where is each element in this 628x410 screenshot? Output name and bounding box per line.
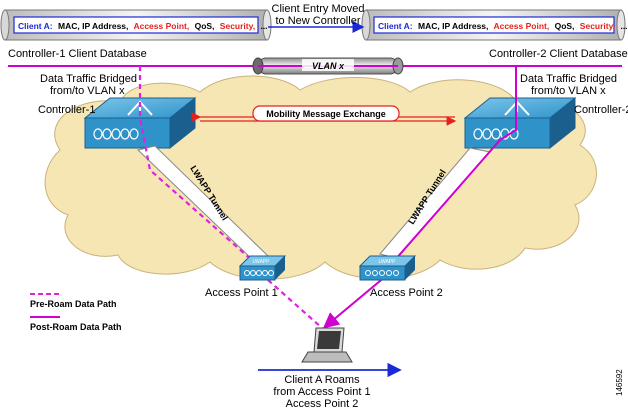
- db2-record-box: [373, 16, 615, 34]
- bridged-left-line1: Data Traffic Bridged: [40, 73, 137, 85]
- figure-id: 146592: [615, 369, 624, 396]
- ap2-badge: LWAPP: [379, 259, 397, 265]
- entry-moved-line2: to New Controller: [276, 15, 361, 27]
- ap2-label: Access Point 2: [370, 287, 443, 299]
- pre-roam-upper-path: [138, 66, 264, 271]
- db1-caption: Controller-1 Client Database: [8, 48, 147, 60]
- post-roam-lower-path: [322, 275, 387, 329]
- legend-pre-label: Pre-Roam Data Path: [30, 299, 117, 309]
- access-point-1: LWAPP: [238, 255, 287, 281]
- controller2-label: Controller-2: [574, 104, 628, 116]
- controller1-device: [83, 96, 197, 150]
- mobility-label: Mobility Message Exchange: [266, 109, 386, 119]
- post-roam-upper-path: [387, 66, 517, 269]
- mobility-label-box: [252, 105, 400, 122]
- bridged-right-line1: Data Traffic Bridged: [520, 73, 617, 85]
- legend: Pre-Roam Data Path Post-Roam Data Path: [30, 293, 122, 332]
- roam-line2: from Access Point 1: [273, 386, 370, 398]
- roam-line3: Access Point 2: [286, 398, 359, 410]
- entry-moved-line1: Client Entry Moved: [272, 3, 365, 15]
- vlan-label: VLAN x: [312, 61, 345, 71]
- controller1-label: Controller-1: [38, 104, 95, 116]
- controller2-client-database: Client A: MAC, IP Address, Access Point,…: [361, 9, 628, 41]
- db1-record-text: Client A: MAC, IP Address, Access Point,…: [18, 21, 268, 31]
- access-point-2: LWAPP: [358, 255, 417, 281]
- ap1-badge: LWAPP: [253, 259, 271, 265]
- bridged-left-line2: from/to VLAN x: [50, 85, 125, 97]
- db2-caption: Controller-2 Client Database: [489, 48, 628, 60]
- pre-roam-lower-path: [267, 279, 323, 329]
- controller1-client-database: Client A: MAC, IP Address, Access Point,…: [0, 9, 272, 41]
- ap1-label: Access Point 1: [205, 287, 278, 299]
- db1-record-box: [13, 16, 259, 34]
- db2-record-text: Client A: MAC, IP Address, Access Point,…: [378, 21, 628, 31]
- laptop-icon: [301, 327, 353, 363]
- bridged-right-line2: from/to VLAN x: [531, 85, 606, 97]
- roam-line1: Client A Roams: [284, 374, 360, 386]
- legend-post-label: Post-Roam Data Path: [30, 322, 122, 332]
- controller2-device: [463, 96, 577, 150]
